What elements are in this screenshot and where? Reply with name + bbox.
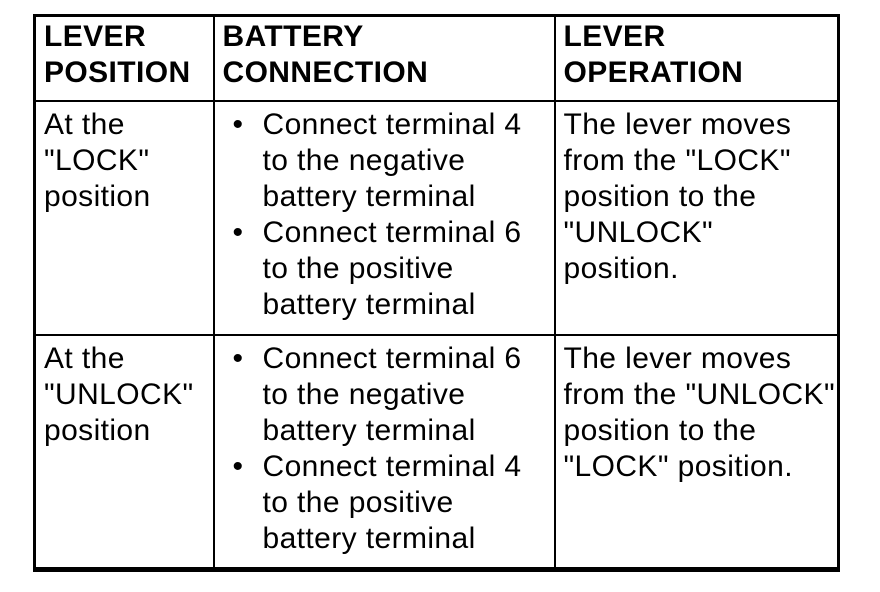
battery-connection-lock-item-1: Connect terminal 4 to the negative batte… bbox=[262, 107, 522, 213]
table-header-row: LEVER POSITION BATTERY CONNECTION LEVER … bbox=[33, 14, 840, 102]
lever-operation-unlock-text: The lever moves from the "UNLOCK" positi… bbox=[563, 341, 835, 483]
header-battery-connection-label: BATTERY CONNECTION bbox=[222, 20, 429, 89]
header-lever-operation-label: LEVER OPERATION bbox=[563, 20, 744, 89]
cell-lever-position-unlock: At the "UNLOCK" position bbox=[33, 333, 215, 571]
lever-position-unlock-text: At the "UNLOCK" position bbox=[44, 341, 194, 447]
bullet-item: • Connect terminal 4 to the positive bat… bbox=[223, 449, 552, 557]
cell-lever-operation-lock: The lever moves from the "LOCK" position… bbox=[553, 99, 840, 336]
header-lever-position-label: LEVER POSITION bbox=[44, 20, 191, 89]
table-row-lock: At the "LOCK" position • Connect termina… bbox=[33, 99, 840, 336]
header-battery-connection: BATTERY CONNECTION bbox=[212, 14, 556, 102]
lever-operation-table: LEVER POSITION BATTERY CONNECTION LEVER … bbox=[33, 14, 840, 572]
bullet-item: • Connect terminal 6 to the positive bat… bbox=[223, 215, 552, 323]
cell-battery-connection-lock: • Connect terminal 4 to the negative bat… bbox=[212, 99, 556, 336]
lever-position-lock-text: At the "LOCK" position bbox=[44, 107, 151, 213]
table-row-unlock: At the "UNLOCK" position • Connect termi… bbox=[33, 333, 840, 571]
bullet-icon: • bbox=[232, 341, 244, 375]
bullet-item: • Connect terminal 6 to the negative bat… bbox=[223, 341, 552, 449]
lever-operation-lock-text: The lever moves from the "LOCK" position… bbox=[563, 107, 792, 285]
cell-lever-position-lock: At the "LOCK" position bbox=[33, 99, 215, 336]
header-lever-operation: LEVER OPERATION bbox=[553, 14, 840, 102]
bullet-item: • Connect terminal 4 to the negative bat… bbox=[223, 107, 552, 215]
bullet-icon: • bbox=[232, 215, 244, 249]
header-lever-position: LEVER POSITION bbox=[33, 14, 215, 102]
cell-battery-connection-unlock: • Connect terminal 6 to the negative bat… bbox=[212, 333, 556, 571]
bullet-icon: • bbox=[232, 449, 244, 483]
battery-connection-unlock-item-1: Connect terminal 6 to the negative batte… bbox=[262, 341, 522, 447]
battery-connection-unlock-item-2: Connect terminal 4 to the positive batte… bbox=[262, 449, 522, 555]
bullet-icon: • bbox=[232, 107, 244, 141]
cell-lever-operation-unlock: The lever moves from the "UNLOCK" positi… bbox=[553, 333, 840, 571]
battery-connection-lock-item-2: Connect terminal 6 to the positive batte… bbox=[262, 215, 522, 321]
